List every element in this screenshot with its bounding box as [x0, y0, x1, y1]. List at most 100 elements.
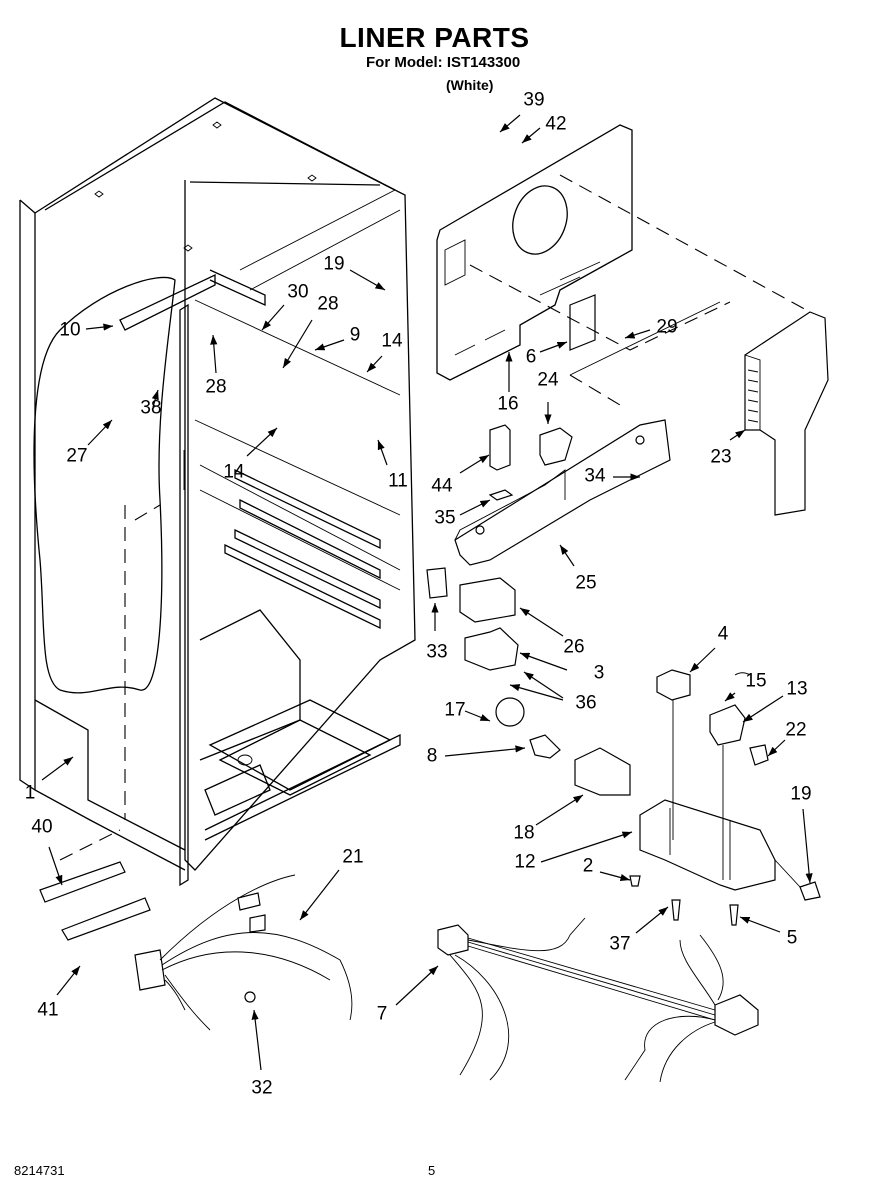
callout-19: 19 [323, 253, 345, 275]
callout-33: 33 [426, 641, 448, 663]
callout-35: 35 [434, 507, 456, 529]
leader-30 [261, 304, 285, 331]
leader-36b [509, 684, 564, 701]
leader-26 [519, 607, 564, 637]
leader-6 [539, 341, 568, 353]
callout-17: 17 [444, 699, 466, 721]
leader-18 [535, 794, 584, 826]
callout-6: 6 [525, 346, 537, 368]
callout-39: 39 [523, 89, 545, 111]
part-23-housing [744, 311, 829, 516]
page-number: 5 [428, 1163, 436, 1178]
leader-36a [523, 671, 564, 699]
part-12-housing [639, 799, 776, 891]
callout-8: 8 [426, 745, 438, 767]
callout-37: 37 [609, 933, 631, 955]
leader-9 [314, 339, 345, 351]
leader-4 [689, 647, 716, 673]
callout-28: 28 [317, 293, 339, 315]
model-color: (White) [446, 77, 494, 93]
part-41-part [61, 897, 151, 941]
leader-11 [377, 439, 388, 466]
callout-16: 16 [497, 393, 519, 415]
part-6-gasket [569, 294, 596, 351]
callout-1: 1 [24, 782, 36, 804]
callout-28-lower: 28 [205, 376, 227, 398]
leader-13 [742, 695, 784, 723]
callout-9: 9 [349, 324, 361, 346]
part-15-part [734, 672, 751, 676]
leader-38 [151, 389, 159, 408]
part-24-part [539, 427, 573, 466]
callout-32: 32 [251, 1077, 273, 1099]
part-35-gasket [488, 489, 514, 501]
evaporator-cover-panel [436, 124, 633, 381]
callout-26: 26 [563, 636, 585, 658]
callout-40: 40 [31, 816, 53, 838]
callout-34: 34 [584, 465, 606, 487]
leader-41 [56, 965, 81, 996]
callout-24: 24 [537, 369, 559, 391]
leader-28a [282, 319, 313, 369]
part-7-wire-harness [437, 917, 759, 1083]
callout-7: 7 [376, 1003, 388, 1025]
leader-8 [444, 745, 526, 757]
part-25-control-housing [454, 419, 671, 566]
part-2-screw [629, 875, 641, 887]
leader-7 [395, 965, 439, 1006]
callout-5: 5 [786, 927, 798, 949]
part-26-part [459, 577, 516, 623]
callout-29: 29 [656, 316, 678, 338]
leader-19b [802, 808, 813, 884]
leader-42 [521, 127, 541, 144]
leader-21 [299, 869, 340, 921]
leader-35 [459, 499, 491, 516]
callout-36: 36 [575, 692, 597, 714]
part-5-screw [729, 904, 739, 926]
leader-2 [599, 871, 631, 882]
part-4-part [656, 669, 691, 701]
leader-39 [499, 114, 521, 133]
callout-3: 3 [593, 662, 605, 684]
leader-15 [724, 692, 736, 702]
callout-4: 4 [717, 623, 729, 645]
callout-18: 18 [513, 822, 535, 844]
callout-22: 22 [785, 719, 807, 741]
callout-15: 15 [745, 670, 767, 692]
callout-30: 30 [287, 281, 309, 303]
part-44-part [489, 424, 511, 471]
leader-32 [251, 1009, 262, 1071]
part-33-gasket [426, 567, 448, 599]
callout-14-lower: 14 [223, 461, 245, 483]
leader-23 [729, 429, 746, 441]
part-21-wire-harness [134, 874, 353, 1031]
leader-12 [540, 831, 633, 863]
callout-10: 10 [59, 319, 81, 341]
leader-3 [519, 652, 568, 671]
callout-38: 38 [140, 397, 162, 419]
leader-1 [41, 756, 74, 781]
callout-14: 14 [381, 330, 403, 352]
callout-41: 41 [37, 999, 59, 1021]
callout-12: 12 [514, 851, 536, 873]
leader-27 [87, 419, 113, 446]
callout-21: 21 [342, 846, 364, 868]
part-37-screw [671, 899, 681, 921]
leader-44 [459, 454, 490, 474]
model-line: For Model: IST143300 [366, 54, 521, 71]
part-18-light-shield [574, 747, 631, 796]
document-number: 8214731 [14, 1163, 65, 1178]
callout-42: 42 [545, 113, 567, 135]
part-8-socket [529, 734, 561, 759]
page-title: LINER PARTS [339, 22, 530, 53]
part-3-part [464, 627, 519, 671]
part-13-part [709, 704, 746, 746]
leader-19a [349, 269, 386, 291]
leader-14b [246, 427, 278, 457]
part-17-bulb [495, 697, 525, 727]
leader-29 [624, 329, 651, 339]
callout-2: 2 [582, 855, 594, 877]
callout-19-lower: 19 [790, 783, 812, 805]
